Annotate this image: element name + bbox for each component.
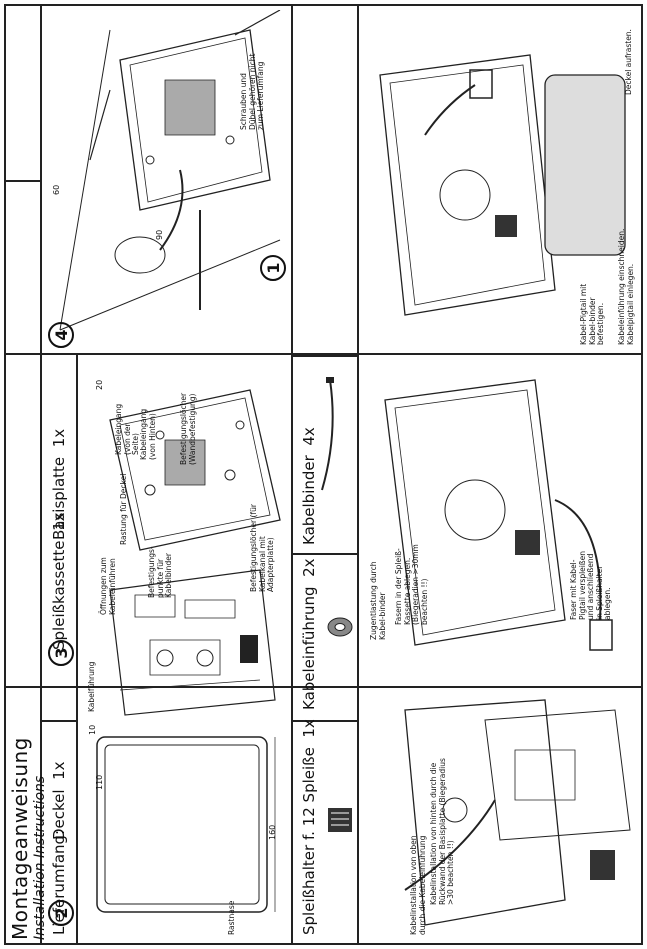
note-oeffnungen: Öffnungen zum Kabeleinführen: [99, 557, 117, 615]
cable-entry-icon: [325, 612, 355, 642]
scope-item-deckel: Deckel 1x: [50, 761, 68, 840]
step-1-dim-90: 90: [155, 229, 164, 240]
step-4-pigtail: Kabel-Pigtail mit Kabel-binder befestige…: [579, 283, 605, 345]
divider-scope-header-a: [42, 720, 76, 722]
step-4-einschneiden: Kabeleinführung einschneiden. Kabelpigta…: [617, 228, 635, 345]
base-plate-drawing: [100, 380, 290, 555]
step-3-zug: Zugentlastung durch Kabel-binder: [369, 561, 387, 640]
divider-header-row: [4, 686, 643, 688]
divider-scope-inner2: [291, 355, 357, 357]
step-4-drawing: [365, 15, 635, 345]
subtitle-text: Installation Instructions: [32, 775, 48, 940]
step-2-number: 2: [48, 900, 74, 926]
step-4-number: 4: [48, 322, 74, 348]
scope-item-basisplatte: Basisplatte 1x: [50, 428, 68, 540]
step-3-drawing: [365, 360, 635, 680]
step-3-faser-pigtail: Faser mit Kabel-Pigtail verspleißen und …: [569, 551, 612, 620]
document-title: Montageanweisung Installation Instructio…: [8, 737, 48, 940]
step-1-note: Schrauben und Dübel gehören nicht zum Li…: [239, 53, 265, 130]
note-eingang-seite: Kabeleingang (von der Seite): [114, 403, 140, 455]
step-1-drawing: [50, 10, 290, 345]
dim-10: 10: [88, 724, 97, 735]
step-2-note-top: Kabelinstallation von oben durch die Kab…: [409, 835, 427, 935]
splice-cassette-drawing: [90, 560, 290, 720]
dim-110: 110: [95, 774, 104, 790]
note-befestigungsloecher-wand: Befestigungslöcher (Wandbefestigung): [179, 392, 197, 465]
cable-tie-icon: [310, 377, 334, 495]
divider-title-col: [40, 4, 42, 945]
step-3-number: 3: [48, 640, 74, 666]
scope-item-kabeleinfuehrung: Kabeleinführung 2x: [300, 558, 318, 710]
divider-col-b: [357, 4, 359, 945]
divider-scope-items-row2: [291, 720, 357, 722]
step-4-deckel: Deckel aufrasten.: [624, 29, 633, 95]
dim-20: 20: [95, 379, 104, 390]
scope-item-spleisshalter: Spleißhalter f. 12 Spleiße 1x: [300, 719, 318, 935]
note-rastung: Rastung für Deckel: [119, 473, 128, 545]
divider-left-small: [4, 180, 40, 182]
lid-drawing: [85, 725, 285, 925]
title-text: Montageanweisung: [8, 737, 32, 940]
step-2-note-back: Kabelinstallation von hinten durch die R…: [429, 758, 455, 905]
dim-160: 160: [268, 824, 277, 840]
step-2-drawing: [365, 690, 635, 940]
note-eingang-hinten: Kabeleingang (von Hinten): [139, 408, 157, 460]
note-kabelfuehrung: Kabelführung: [87, 661, 96, 712]
divider-mid-row: [4, 353, 643, 355]
divider-scope-inner1: [76, 355, 78, 945]
divider-col-a: [291, 4, 293, 945]
document-frame: [4, 4, 643, 945]
step-1-dim-60: 60: [52, 184, 61, 195]
divider-scope-items-row: [291, 553, 357, 555]
note-rastnase: Rastnase: [227, 900, 236, 935]
step-3-fasern: Fasern in der Spleiß-Kassette ablegen. (…: [394, 544, 429, 625]
splice-holder-icon: [328, 808, 352, 832]
